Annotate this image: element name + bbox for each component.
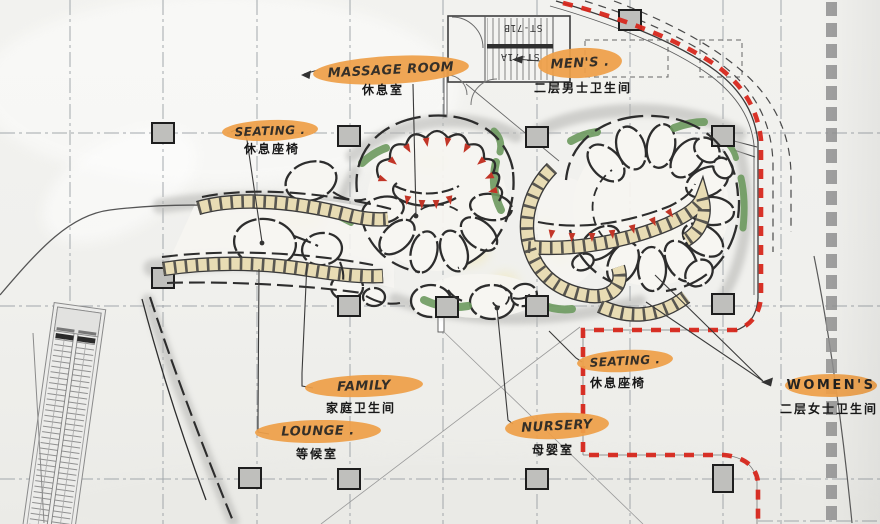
plan-lobes (232, 123, 736, 321)
caption-lounge: 等候室 (295, 447, 338, 461)
ladder-paths (161, 162, 711, 322)
columns (151, 9, 735, 493)
red-boundary (562, 0, 764, 524)
caption-family: 家庭卫生间 (325, 401, 396, 415)
caption-seating-left: 休息座椅 (243, 142, 300, 156)
caption-seating-right: 休息座椅 (589, 376, 646, 390)
leader-lines (230, 55, 773, 435)
label-womens: WOMEN'S (785, 374, 877, 397)
caption-womens: 二层女士卫生间 (754, 400, 880, 417)
caption-nursery: 母婴室 (531, 443, 574, 457)
caption-mens: 二层男士卫生间 (533, 81, 632, 95)
stair-label-a: ST-71A (500, 51, 539, 62)
escalator (18, 301, 107, 524)
left-disc-crown (375, 129, 504, 202)
stair-label-b: ST-71B (503, 22, 542, 33)
stairwell: ST-71B ST-71A (443, 15, 743, 162)
sketch-linework (0, 114, 741, 522)
edge-vignette (820, 0, 880, 524)
caption-massage-room: 休息室 (361, 83, 404, 97)
